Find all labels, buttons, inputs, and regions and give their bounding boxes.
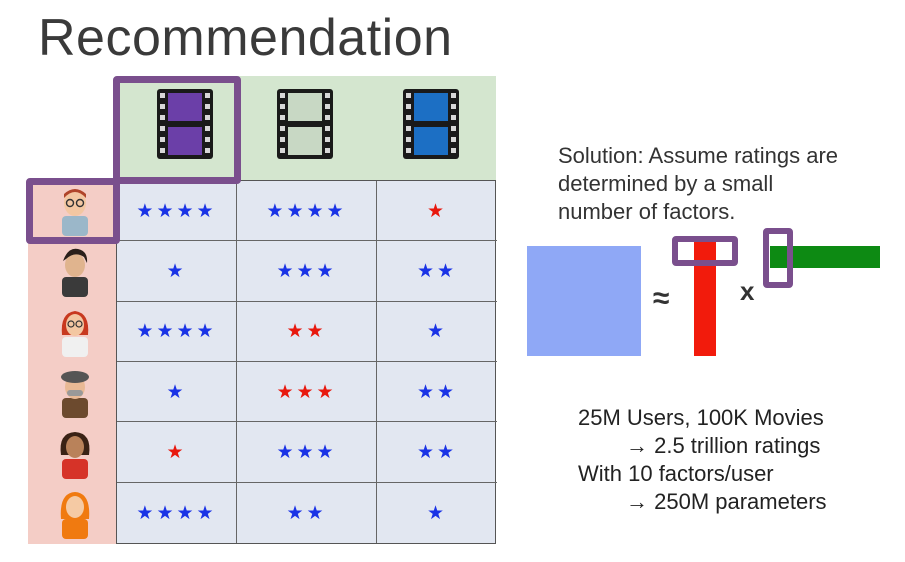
highlight-user-box xyxy=(26,178,120,244)
user-avatar-glasses xyxy=(62,189,88,236)
ratings-matrix-block xyxy=(527,246,641,356)
rating-stars: ★ xyxy=(166,259,187,282)
user-avatar-redhead xyxy=(61,311,89,357)
rating-stars: ★ xyxy=(166,380,187,403)
slide-title: Recommendation xyxy=(38,9,453,67)
user-avatar-dark xyxy=(62,248,88,297)
rating-stars: ★★★★ xyxy=(136,501,217,524)
rating-stars: ★★ xyxy=(416,380,458,403)
rating-stars: ★★ xyxy=(416,259,458,282)
rating-cell: ★★★ xyxy=(237,241,377,302)
rating-cell: ★★★★ xyxy=(117,181,237,242)
rating-cell: ★★ xyxy=(377,241,497,302)
highlight-movie-factor-box xyxy=(763,228,793,288)
rating-cell: ★ xyxy=(377,181,497,242)
rating-stars: ★ xyxy=(426,320,448,343)
rating-stars: ★ xyxy=(166,440,187,463)
rating-matrix: ★★★★ ★★★★ ★ ★ ★★★ ★★ ★★★★ ★★ ★ ★ ★★★ ★★ … xyxy=(116,180,497,544)
rating-cell: ★★★ xyxy=(237,422,377,483)
times-symbol: x xyxy=(740,276,755,306)
user-factor-matrix xyxy=(694,242,716,356)
stats-line: 25M Users, 100K Movies xyxy=(578,405,824,430)
highlight-movie-box xyxy=(113,76,241,184)
rating-stars: ★★ xyxy=(286,320,327,343)
stats-text: 25M Users, 100K Movies → 2.5 trillion ra… xyxy=(578,404,827,516)
rating-stars: ★★★ xyxy=(276,259,337,282)
film-icon-purple xyxy=(157,89,213,159)
rating-stars: ★★ xyxy=(286,501,327,524)
rating-stars: ★★★★ xyxy=(266,199,347,222)
rating-cell: ★★★ xyxy=(237,361,377,423)
rating-cell: ★★★★ xyxy=(117,482,237,543)
stats-line: With 10 factors/user xyxy=(578,461,774,486)
rating-cell: ★★★★ xyxy=(237,181,377,242)
rating-stars: ★★★★ xyxy=(136,199,217,222)
user-avatar-cap xyxy=(61,371,89,418)
solution-line: number of factors. xyxy=(558,199,736,224)
movie-factor-matrix xyxy=(770,246,880,268)
stats-line: → 250M parameters xyxy=(626,489,827,514)
rating-cell: ★★ xyxy=(377,362,497,423)
solution-line: Solution: Assume ratings are xyxy=(558,143,839,168)
approx-symbol: ≈ xyxy=(653,282,670,315)
film-icon-gray xyxy=(277,89,333,159)
rating-stars: ★★★ xyxy=(276,440,337,463)
rating-stars: ★★★ xyxy=(276,380,337,403)
rating-cell: ★★ xyxy=(237,482,377,543)
film-icon-blue xyxy=(403,89,459,159)
rating-cell: ★★★★ xyxy=(117,301,237,362)
rating-stars: ★★ xyxy=(416,440,458,463)
rating-cell: ★ xyxy=(117,361,237,423)
rating-cell: ★ xyxy=(377,483,497,543)
solution-line: determined by a small xyxy=(558,171,774,196)
solution-text: Solution: Assume ratings are determined … xyxy=(558,142,898,226)
rating-cell: ★★ xyxy=(237,301,377,362)
user-avatar-orange xyxy=(60,492,90,539)
rating-stars: ★ xyxy=(426,501,448,524)
rating-stars: ★★★★ xyxy=(136,320,217,343)
stats-line: → 2.5 trillion ratings xyxy=(626,433,821,458)
rating-cell: ★ xyxy=(377,302,497,362)
rating-cell: ★ xyxy=(117,241,237,302)
highlight-user-factor-box xyxy=(672,236,738,266)
rating-stars: ★ xyxy=(426,199,448,222)
rating-cell: ★ xyxy=(117,422,237,483)
user-avatar-curly xyxy=(60,432,90,479)
rating-cell: ★★ xyxy=(377,422,497,483)
